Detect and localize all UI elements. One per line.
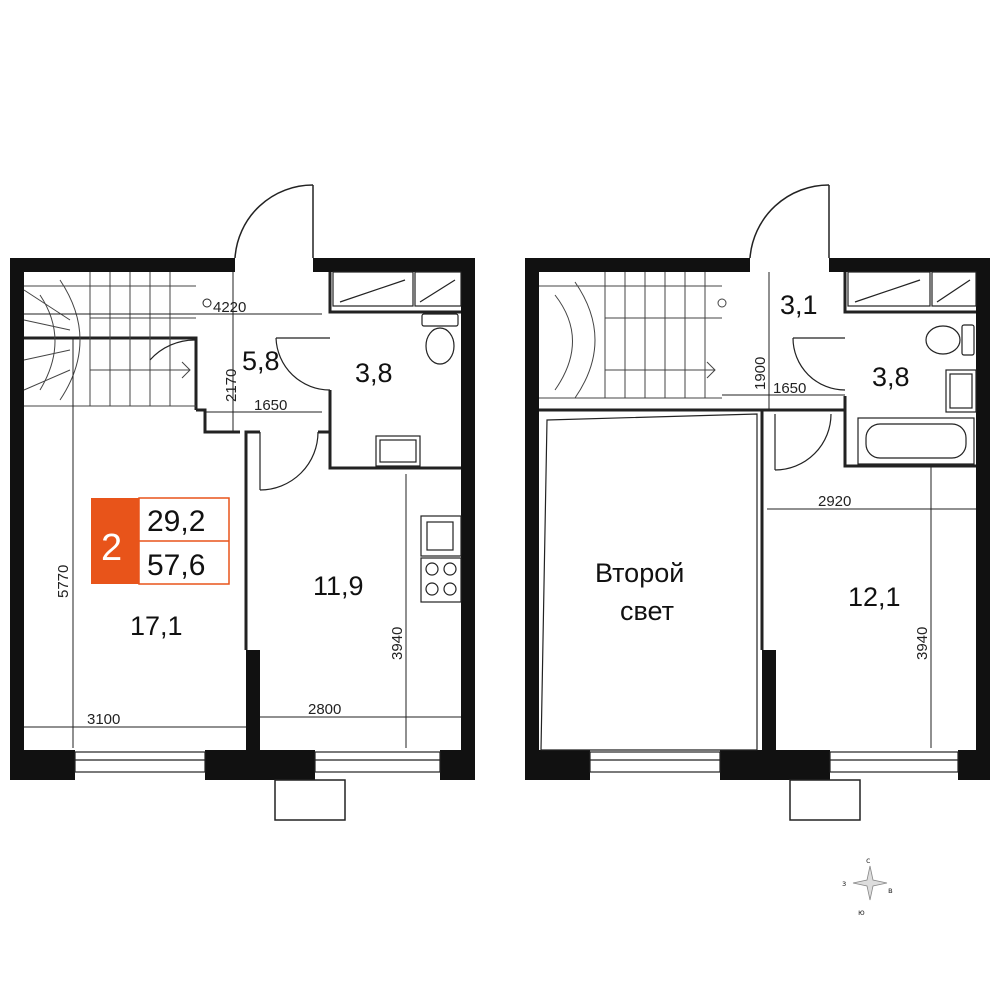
void-label-line2: свет	[620, 596, 674, 626]
floor-2-staircase	[539, 272, 727, 399]
dim-hall-height: 2170	[223, 369, 240, 402]
room-area-kitchen: 11,9	[313, 571, 364, 601]
floor-1-walls	[10, 258, 475, 780]
room-area-living: 17,1	[130, 611, 183, 641]
dim-living-height: 5770	[55, 565, 72, 598]
floor-2-bathtub	[857, 417, 975, 465]
floor-2-entrance-door	[749, 184, 830, 259]
apartment-badge	[91, 497, 230, 585]
dim-kitchen-width: 2800	[308, 701, 341, 718]
floor-1-wardrobes	[332, 271, 462, 307]
floor-1-balcony	[274, 779, 346, 821]
dim-hall-height-2: 1900	[752, 357, 769, 390]
floor-2-walls	[525, 258, 990, 780]
badge-total-area: 57,6	[147, 549, 205, 582]
floor-2-interior-walls	[539, 272, 976, 650]
floor-2-toilet	[925, 324, 975, 356]
room-area-hall-2: 3,1	[780, 290, 818, 320]
floor-1-staircase	[23, 272, 196, 407]
room-area-hall: 5,8	[242, 346, 280, 376]
floor-2-bathroom-door	[792, 337, 846, 391]
compass-west: з	[842, 879, 846, 888]
dim-hall-width: 1650	[254, 397, 287, 414]
dim-top-width: 4220	[213, 299, 246, 316]
floor-1-kitchen-counter	[420, 515, 462, 603]
floor-2-bedroom-door	[774, 413, 832, 471]
floor-1	[10, 184, 475, 821]
room-area-bathroom: 3,8	[355, 358, 393, 388]
floor-1-interior-walls	[24, 272, 461, 650]
floor-1-sink	[375, 435, 421, 467]
floor-1-dimension-lines	[24, 272, 461, 748]
badge-room-count: 2	[101, 527, 122, 569]
floor-1-windows	[74, 751, 441, 773]
floor-2-void-outline	[540, 413, 758, 751]
dim-hall-width-2: 1650	[773, 380, 806, 397]
floor-2	[525, 184, 990, 821]
floor-1-entrance-door	[234, 184, 314, 259]
floor-2-wardrobes	[847, 271, 977, 307]
compass-rose-icon	[852, 865, 888, 901]
floor-2-balcony	[789, 779, 861, 821]
room-area-bathroom-2: 3,8	[872, 362, 910, 392]
badge-living-area: 29,2	[147, 505, 205, 538]
dim-kitchen-height: 3940	[389, 627, 406, 660]
floor-2-sink	[945, 369, 977, 413]
compass-east: в	[888, 886, 893, 895]
floor-2-dimension-lines	[722, 272, 976, 748]
badge-rooms-box	[91, 498, 139, 584]
floor-1-living-door	[149, 339, 197, 361]
floor-2-windows	[589, 751, 959, 773]
floor-1-toilet	[421, 313, 459, 365]
dim-bedroom-width: 2920	[818, 493, 851, 510]
floor-1-bathroom-door	[275, 337, 331, 391]
floor-1-kitchen-door	[259, 431, 319, 491]
dim-bedroom-height: 3940	[914, 627, 931, 660]
compass-north: с	[866, 856, 870, 865]
void-label-line1: Второй	[595, 558, 684, 588]
dim-living-width: 3100	[87, 711, 120, 728]
compass-south: ю	[858, 908, 865, 917]
room-area-bedroom: 12,1	[848, 582, 901, 612]
